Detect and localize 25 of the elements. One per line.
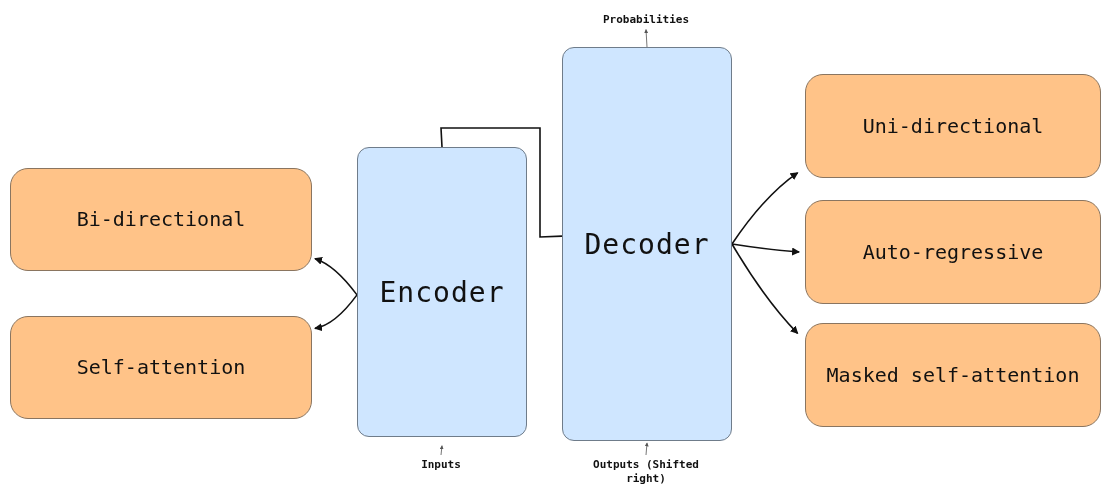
- io-label: Outputs (Shifted right): [592, 458, 700, 486]
- box-label: Decoder: [584, 226, 710, 262]
- box-label: Self-attention: [76, 355, 246, 380]
- transformer-block: [562, 47, 732, 441]
- io-label: Probabilities: [602, 13, 690, 27]
- feature-box: [10, 316, 312, 419]
- box-label: Encoder: [379, 274, 505, 310]
- feature-box: [805, 323, 1101, 427]
- box-label: Masked self-attention: [826, 362, 1080, 388]
- feature-box: [805, 74, 1101, 178]
- arrow: [314, 294, 358, 331]
- box-label: Auto-regressive: [862, 239, 1044, 265]
- arrow: [731, 243, 801, 256]
- box-label: Bi-directional: [76, 207, 246, 232]
- input-arrow: [439, 445, 444, 456]
- arrow: [731, 243, 799, 335]
- transformer-block: [357, 147, 527, 437]
- arrow: [314, 257, 358, 296]
- input-arrow: [644, 442, 649, 456]
- feature-box: [805, 200, 1101, 304]
- box-label: Uni-directional: [862, 113, 1044, 139]
- io-label: Inputs: [421, 458, 461, 472]
- feature-box: [10, 168, 312, 271]
- input-arrow: [644, 29, 649, 48]
- arrow: [731, 172, 799, 245]
